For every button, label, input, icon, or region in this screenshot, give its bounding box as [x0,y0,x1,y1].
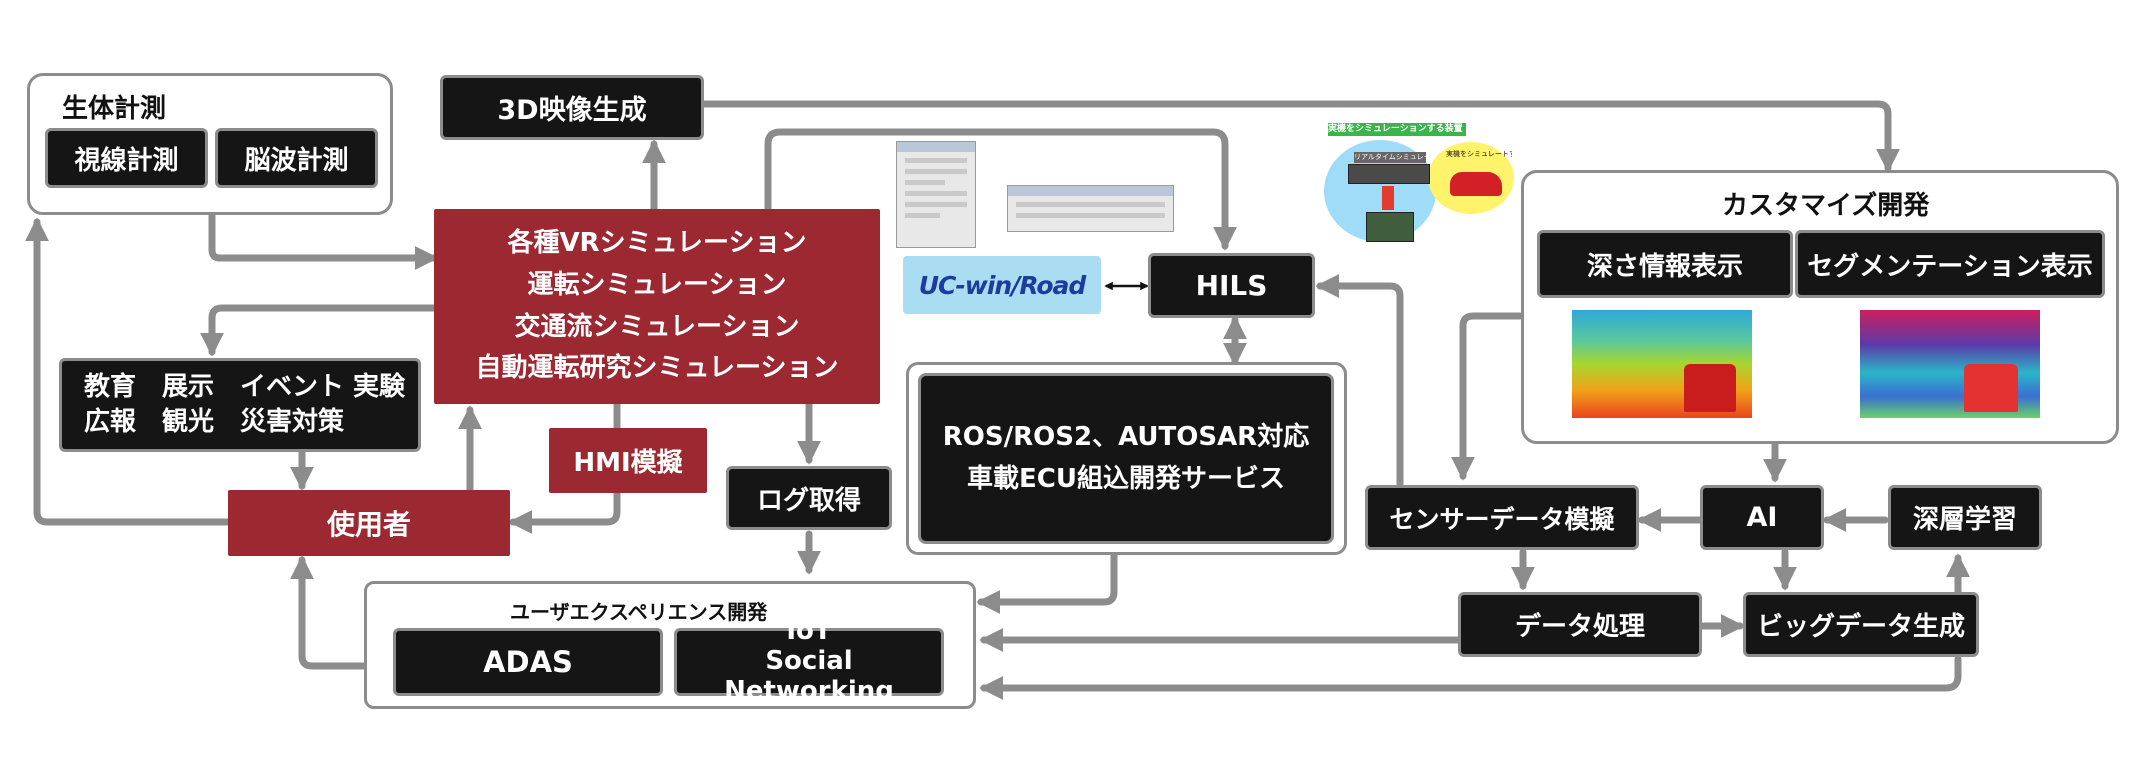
ros-autosar-box: ROS/ROS2、AUTOSAR対応 車載ECU組込開発サービス [918,373,1334,544]
user-box: 使用者 [228,490,510,556]
vr-simulation-box: 各種VRシミュレーション 運転シミュレーション 交通流シミュレーション 自動運転… [434,209,880,404]
eeg-measurement-box: 脳波計測 [215,128,378,188]
vr-line-2: 運転シミュレーション [527,269,787,300]
segmentation-image-car [1964,364,2018,412]
arrow-3d-to-custom [697,100,1900,173]
simulator-rack-icon [1348,164,1430,184]
dialog-screenshot-1 [896,141,976,248]
hils-box: HILS [1148,253,1315,318]
bio-measurement-title: 生体計測 [62,94,167,124]
vr-line-3: 交通流シミュレーション [514,311,800,342]
red-car-icon [1450,172,1502,196]
arrow-sensor-to-hils [1315,274,1404,488]
adas-box: ADAS [393,628,663,696]
sensor-data-simulation-box: センサーデータ模擬 [1365,485,1639,550]
education-exhibition-box: 教育 展示 イベント 実験 広報 観光 災害対策 [59,358,421,452]
segmentation-display-box: セグメンテーション表示 [1795,230,2105,298]
gaze-measurement-box: 視線計測 [45,128,208,188]
arrow-vr-to-edu [200,304,441,357]
customize-development-title: カスタマイズ開発 [1722,191,1930,221]
arrow-bio-to-vr [208,208,439,270]
depth-display-box: 深さ情報表示 [1537,230,1793,298]
3d-image-generation-box: 3D映像生成 [440,75,704,140]
arrow-custom-to-sensor [1451,312,1524,481]
dialog-screenshot-2 [1007,185,1174,232]
arrow-vr-to-hils [764,128,1237,251]
hils-illustration: 実機をシミュレーションする装置 HILS リアルタイムシミュレータ 実機をシミュ… [1318,120,1518,250]
segmentation-image [1860,310,2040,418]
big-data-generation-box: ビッグデータ生成 [1743,592,1979,657]
deep-learning-box: 深層学習 [1888,485,2042,550]
ai-box: AI [1700,485,1824,550]
log-acquisition-box: ログ取得 [726,466,892,530]
ros-autosar-line-2: 車載ECU組込開発サービス [967,463,1285,494]
vr-line-4: 自動運転研究シミュレーション [475,353,839,384]
arrow-user-to-bio [25,217,232,526]
connection-arrow-icon [1382,186,1394,210]
depth-image-car [1684,364,1736,412]
data-processing-box: データ処理 [1458,592,1702,657]
simulate-model-label: 実機をシミュレートするモデル [1446,150,1512,158]
hmi-simulation-box: HMI模擬 [549,428,707,493]
iot-social-networking-box: IoT Social Networking [674,616,944,706]
ux-development-title-label: ユーザエクスペリエンス開発 [510,600,768,624]
hils-illustration-banner: 実機をシミュレーションする装置 HILS [1328,123,1466,136]
uc-win-road-logo-text: UC-win/Road [918,270,1087,300]
vr-line-1: 各種VRシミュレーション [507,228,807,259]
realtime-simulator-label: リアルタイムシミュレータ [1354,152,1426,163]
arrow-ux-to-user [290,555,368,670]
arrow-ros-to-ux [976,551,1118,614]
education-line-1: 教育 展示 イベント 実験 [84,371,406,402]
ros-autosar-line-1: ROS/ROS2、AUTOSAR対応 [942,421,1310,452]
social-networking-label: Social Networking [724,646,894,706]
simulator-board-icon [1366,212,1414,242]
uc-win-road-logo: UC-win/Road [903,256,1101,314]
arrow-hmi-to-user [508,400,621,534]
arrow-bigdata-to-ux [979,655,1962,700]
depth-image [1572,310,1752,418]
education-line-2: 広報 観光 災害対策 [84,407,345,437]
iot-label: IoT [786,616,832,647]
